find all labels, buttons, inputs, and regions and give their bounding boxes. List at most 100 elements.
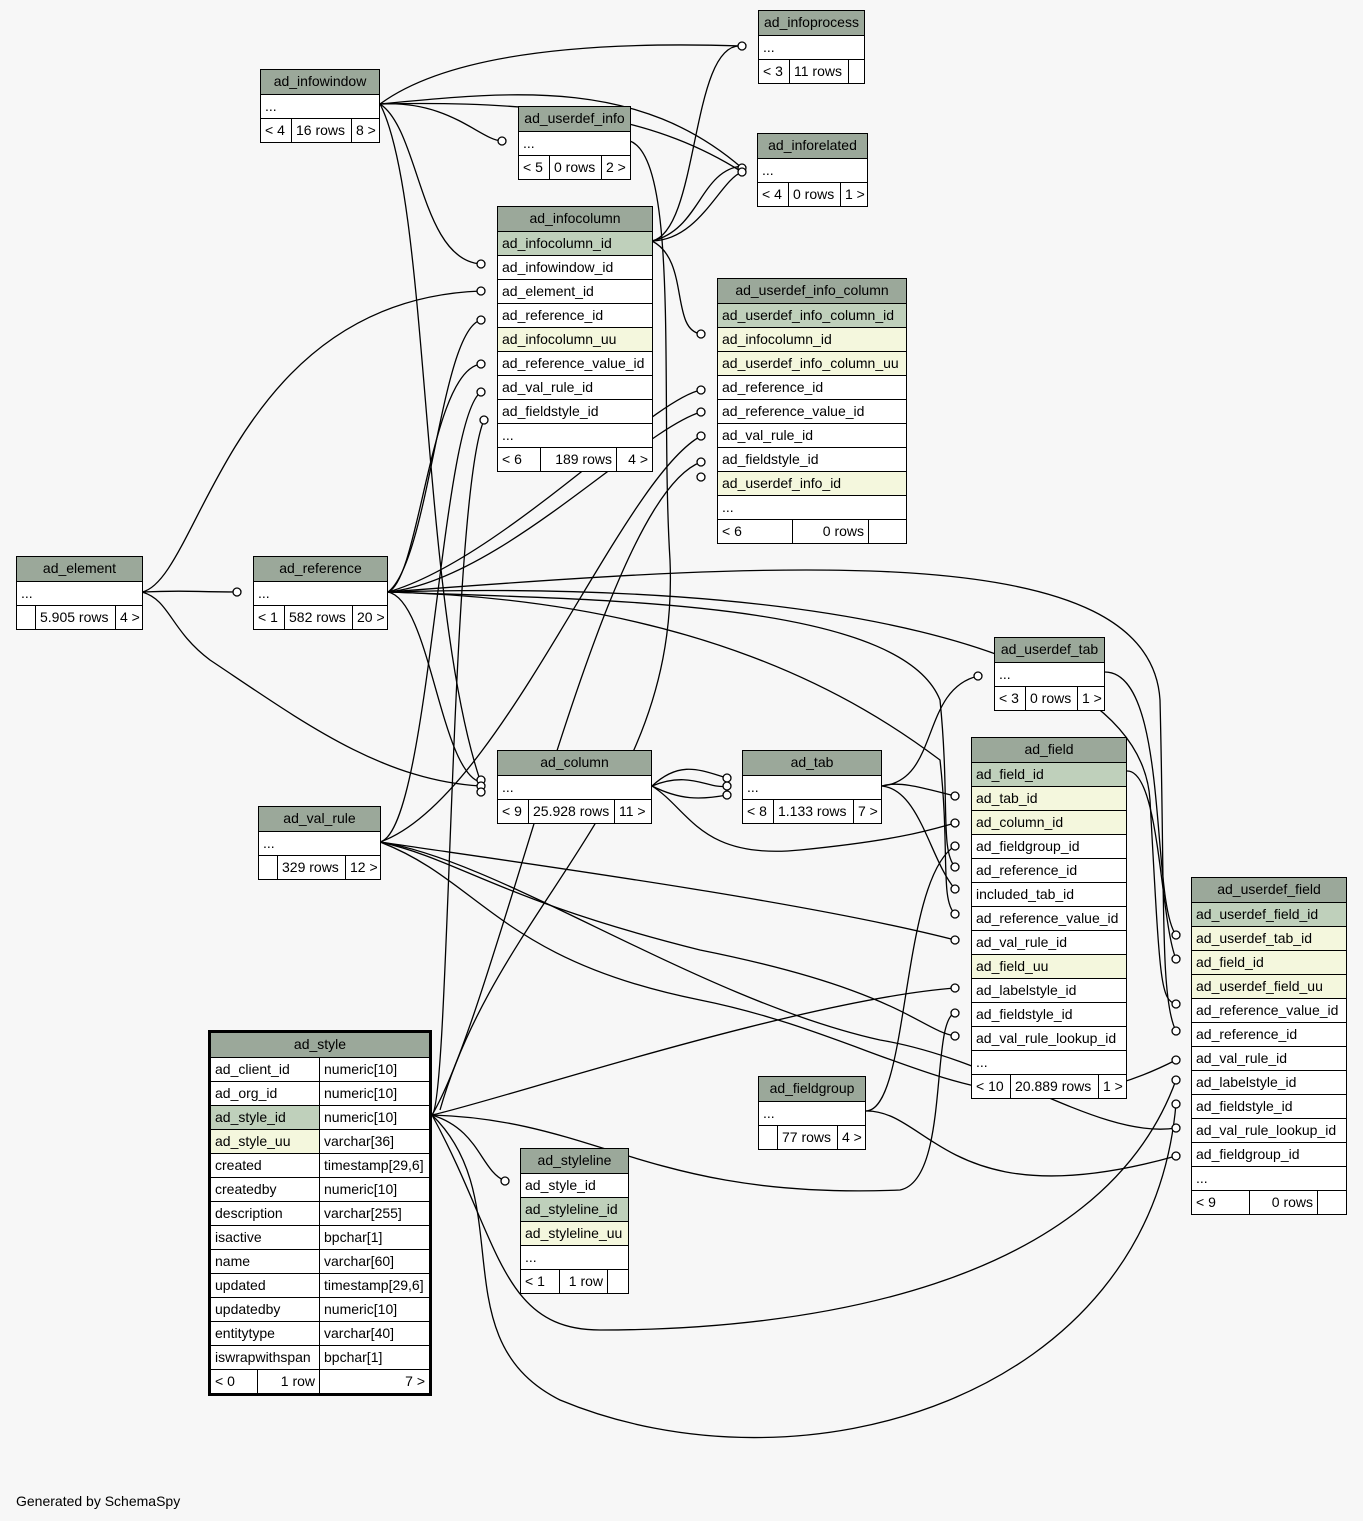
row-count: 5.905 rows	[35, 606, 115, 629]
table-ad-reference[interactable]: ad_reference ... < 1 582 rows 20 >	[253, 556, 388, 630]
table-header: ad_val_rule	[259, 807, 380, 831]
table-footer: < 3 11 rows	[759, 59, 864, 83]
table-header: ad_infowindow	[261, 70, 379, 94]
table-ad-infoprocess[interactable]: ad_infoprocess ... < 3 11 rows	[758, 10, 865, 84]
row-count: 0 rows	[1025, 687, 1077, 710]
table-ad-column[interactable]: ad_column ... < 9 25.928 rows 11 >	[497, 750, 652, 824]
table-row: ad_fieldgroup_id	[972, 834, 1126, 858]
column-type: numeric[10]	[319, 1178, 401, 1201]
row-count: 77 rows	[777, 1126, 837, 1149]
column-name: ad_org_id	[215, 1085, 278, 1101]
table-ad-userdef-info[interactable]: ad_userdef_info ... < 5 0 rows 2 >	[518, 106, 631, 180]
table-row: ad_userdef_field_id	[1192, 902, 1346, 926]
table-row: ad_field_id	[972, 762, 1126, 786]
table-ad-element[interactable]: ad_element ... 5.905 rows 4 >	[16, 556, 143, 630]
table-row: ...	[254, 581, 387, 605]
table-header: ad_userdef_tab	[995, 638, 1104, 662]
column-name: description	[215, 1205, 283, 1221]
column-type: bpchar[1]	[319, 1346, 386, 1369]
table-row: ad_column_id	[972, 810, 1126, 834]
table-row: ad_infocolumn_uu	[498, 327, 652, 351]
table-footer: 5.905 rows 4 >	[17, 605, 142, 629]
column-name: name	[215, 1253, 251, 1269]
table-row: ad_reference_value_id	[972, 906, 1126, 930]
table-row: ad_fieldstyle_id	[972, 1002, 1126, 1026]
column-type: varchar[60]	[319, 1250, 398, 1273]
parents-count: < 10	[976, 1078, 1004, 1094]
table-footer: < 5 0 rows 2 >	[519, 155, 630, 179]
table-ad-infowindow[interactable]: ad_infowindow ... < 4 16 rows 8 >	[260, 69, 380, 143]
table-row: included_tab_id	[972, 882, 1126, 906]
table-ad-userdef-info-column[interactable]: ad_userdef_info_column ad_userdef_info_c…	[717, 278, 907, 544]
parents-count: < 6	[722, 523, 742, 539]
generated-by-label: Generated by SchemaSpy	[16, 1493, 181, 1509]
table-header: ad_userdef_field	[1192, 878, 1346, 902]
table-header: ad_column	[498, 751, 651, 775]
children-count: 1 >	[1098, 1075, 1126, 1098]
table-footer: 329 rows 12 >	[259, 855, 380, 879]
table-header: ad_infoprocess	[759, 11, 864, 35]
table-header: ad_userdef_info_column	[718, 279, 906, 303]
column-type: timestamp[29,6]	[319, 1274, 428, 1297]
table-header: ad_fieldgroup	[759, 1077, 865, 1101]
table-ad-userdef-field[interactable]: ad_userdef_field ad_userdef_field_id ad_…	[1191, 877, 1347, 1215]
parents-count: < 9	[502, 803, 522, 819]
parents-count: < 1	[525, 1273, 545, 1289]
children-count: 1 >	[1077, 687, 1104, 710]
children-count: 4 >	[115, 606, 142, 629]
row-count: 0 rows	[788, 183, 840, 206]
table-row: ad_userdef_info_id	[718, 471, 906, 495]
table-ad-field[interactable]: ad_field ad_field_id ad_tab_id ad_column…	[971, 737, 1127, 1099]
table-footer: < 1 1 row	[521, 1269, 628, 1293]
table-row: ...	[261, 94, 379, 118]
column-type: numeric[10]	[319, 1106, 401, 1129]
parents-count	[259, 856, 277, 879]
table-row: ad_style_id	[521, 1173, 628, 1197]
table-ad-userdef-tab[interactable]: ad_userdef_tab ... < 3 0 rows 1 >	[994, 637, 1105, 711]
table-row: ad_field_uu	[972, 954, 1126, 978]
table-ad-infocolumn[interactable]: ad_infocolumn ad_infocolumn_id ad_infowi…	[497, 206, 653, 472]
parents-count	[17, 606, 35, 629]
column-type: numeric[10]	[319, 1082, 401, 1105]
column-name: ad_client_id	[215, 1061, 290, 1077]
table-row: ...	[743, 775, 881, 799]
table-ad-styleline[interactable]: ad_styleline ad_style_id ad_styleline_id…	[520, 1148, 629, 1294]
table-row: ad_reference_id	[498, 303, 652, 327]
table-row: ad_reference_value_id	[718, 399, 906, 423]
table-row: ...	[17, 581, 142, 605]
table-row: ...	[972, 1050, 1126, 1074]
table-row: ad_val_rule_id	[498, 375, 652, 399]
table-footer: < 6 0 rows	[718, 519, 906, 543]
table-header: ad_style	[211, 1033, 429, 1057]
children-count: 1 >	[840, 183, 867, 206]
row-count: 189 rows	[540, 448, 616, 471]
table-row: ad_val_rule_id	[972, 930, 1126, 954]
column-type: varchar[40]	[319, 1322, 398, 1345]
table-row: ad_userdef_info_column_id	[718, 303, 906, 327]
row-count: 0 rows	[1249, 1191, 1317, 1214]
table-row: ad_labelstyle_id	[1192, 1070, 1346, 1094]
column-name: updated	[215, 1277, 266, 1293]
row-count: 1 row	[257, 1370, 319, 1393]
table-row: ad_styleline_id	[521, 1197, 628, 1221]
table-row: ...	[758, 158, 867, 182]
children-count: 7 >	[319, 1370, 429, 1393]
row-count: 1 row	[559, 1270, 607, 1293]
table-row: ad_reference_id	[718, 375, 906, 399]
table-ad-inforelated[interactable]: ad_inforelated ... < 4 0 rows 1 >	[757, 133, 868, 207]
table-row: ad_tab_id	[972, 786, 1126, 810]
table-ad-fieldgroup[interactable]: ad_fieldgroup ... 77 rows 4 >	[758, 1076, 866, 1150]
table-ad-tab[interactable]: ad_tab ... < 8 1.133 rows 7 >	[742, 750, 882, 824]
table-row: ad_val_rule_lookup_id	[1192, 1118, 1346, 1142]
children-count: 12 >	[345, 856, 380, 879]
table-ad-val-rule[interactable]: ad_val_rule ... 329 rows 12 >	[258, 806, 381, 880]
